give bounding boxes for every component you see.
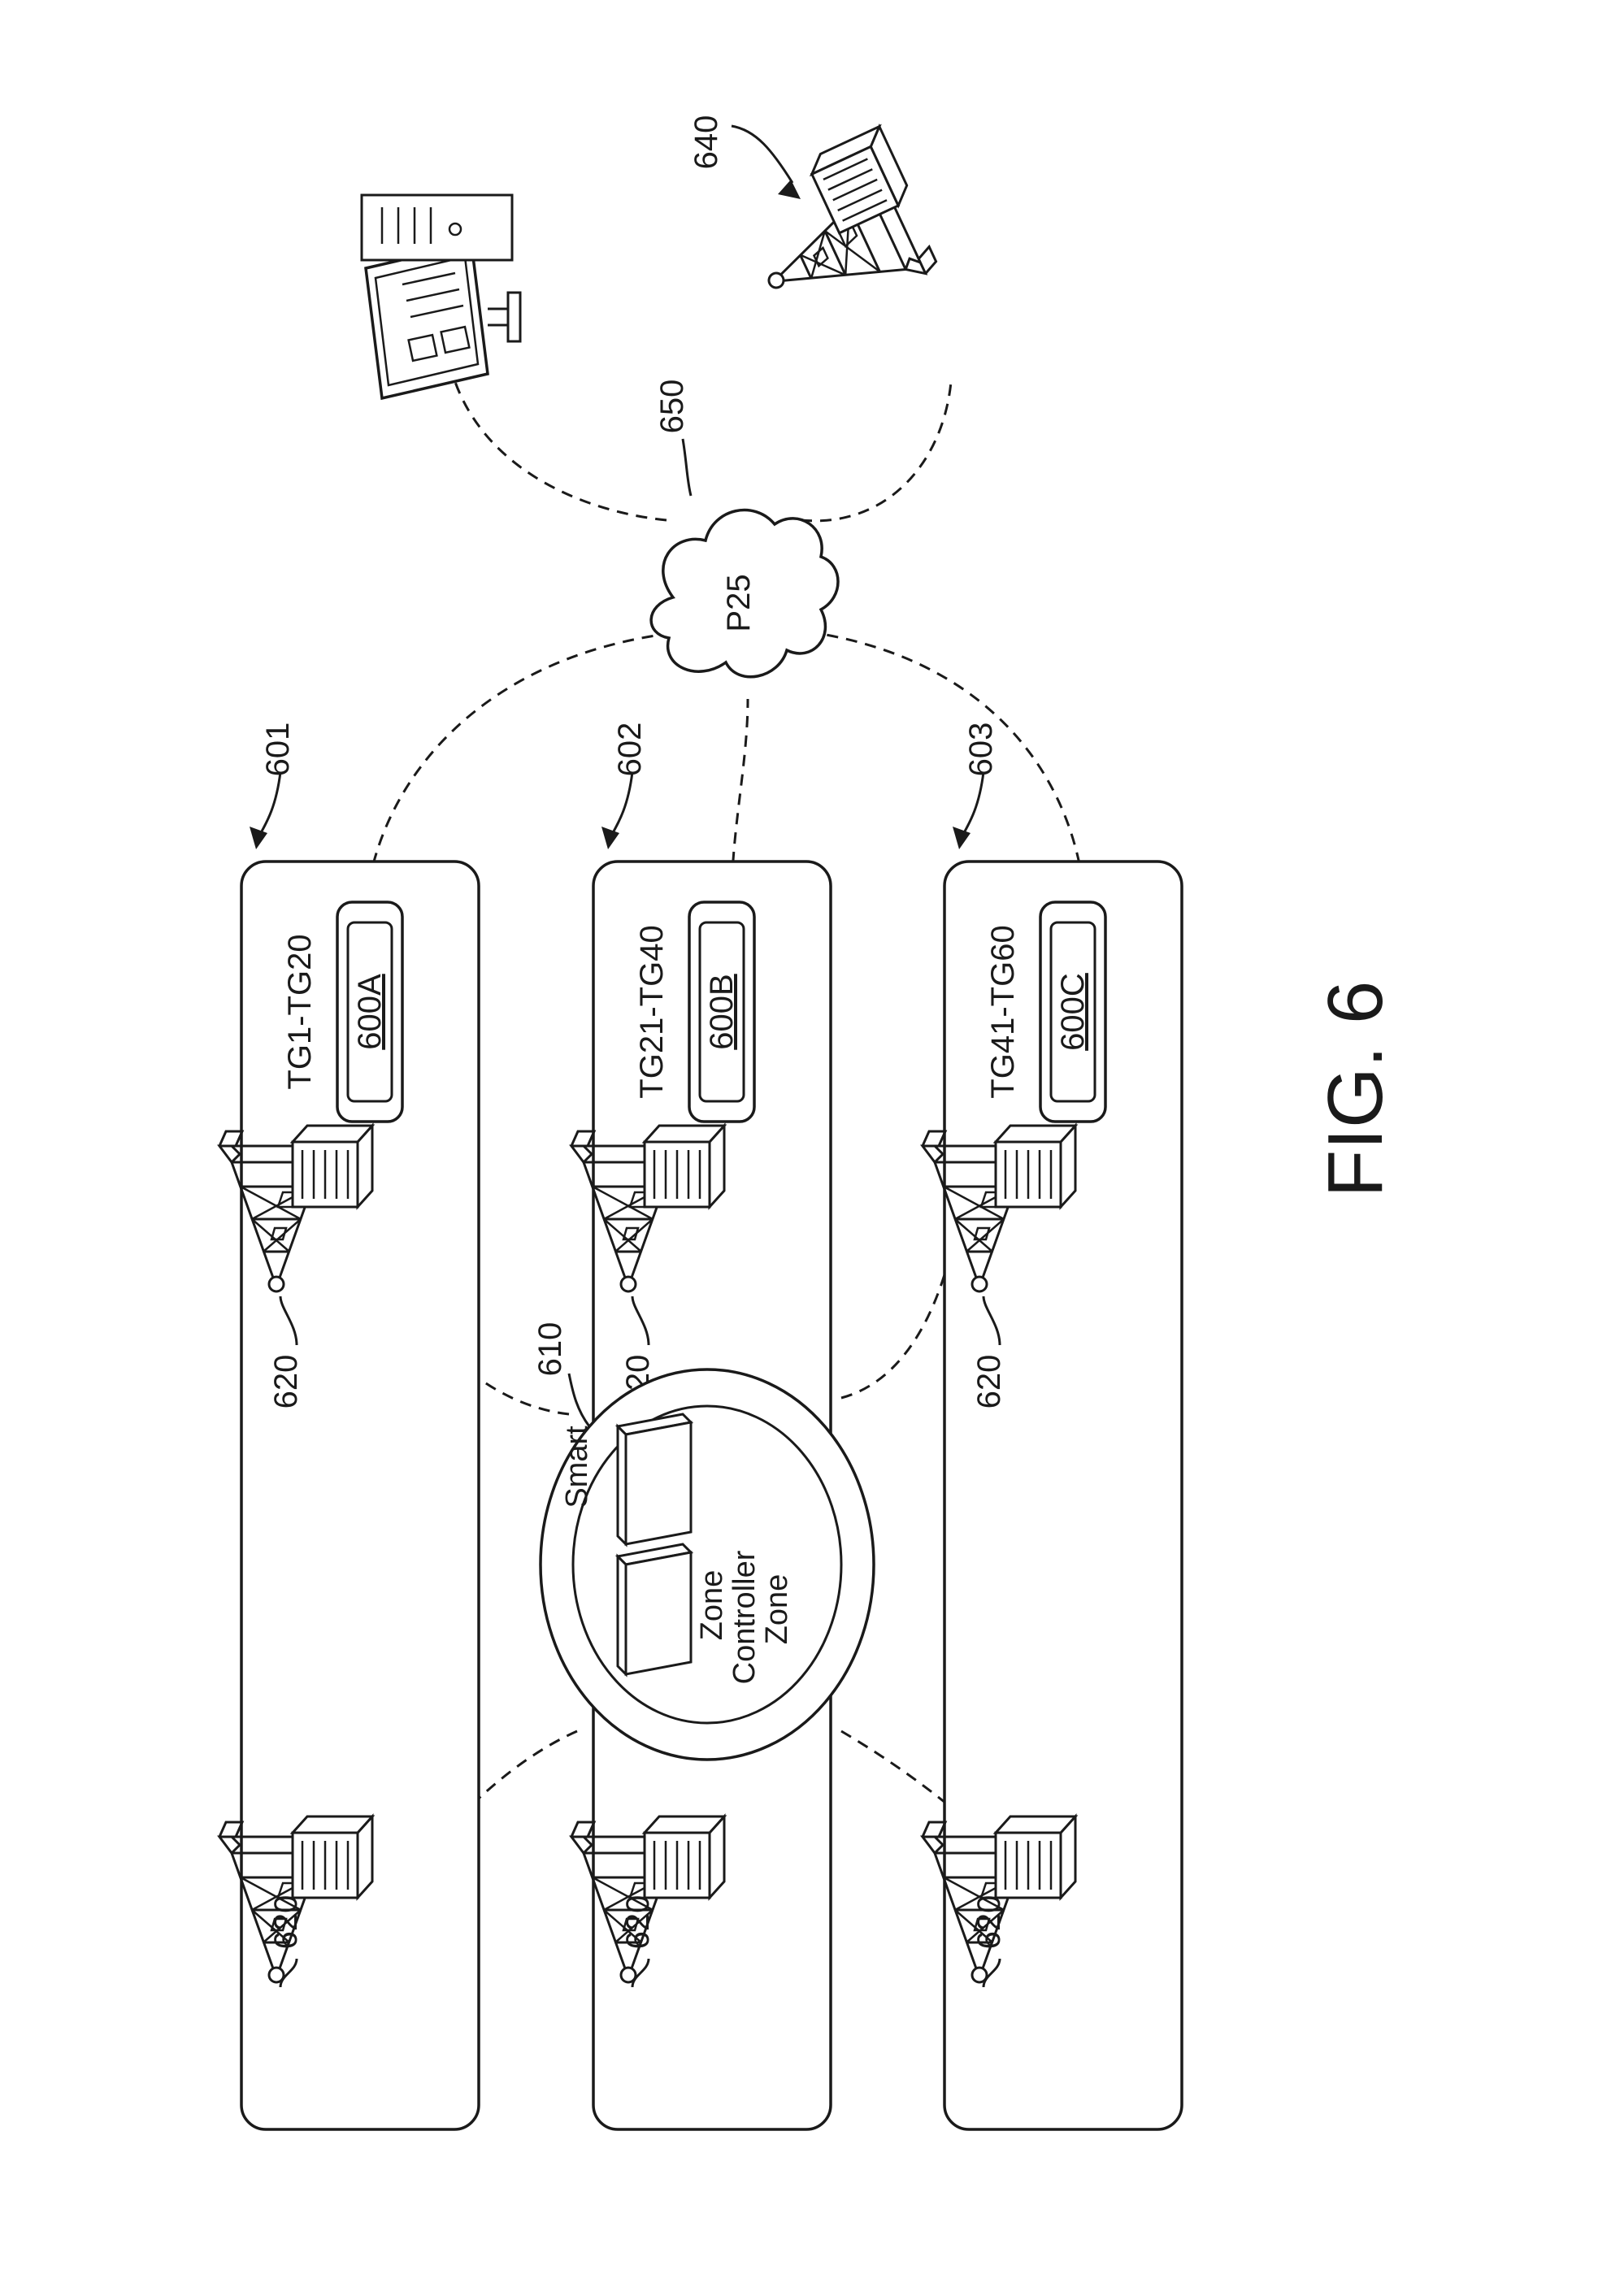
leader-line [569, 1374, 589, 1426]
figure-title: FIG. 6 [1312, 981, 1399, 1198]
link-cloud-to-remote-site [801, 382, 951, 521]
dispatch-console-icon [362, 195, 520, 398]
p25-cloud-label: P25 [721, 574, 757, 632]
site-ref-603-near: 620 [971, 1355, 1007, 1409]
zone-603-talkgroups: TG41-TG60 [985, 925, 1021, 1098]
server-rack-icon [618, 1544, 691, 1674]
site-ref-601-near: 620 [268, 1355, 304, 1409]
remote-site-ref: 640 [688, 115, 724, 170]
zone-603-ref: 603 [963, 723, 999, 777]
zone-controller-ref: 610 [532, 1322, 568, 1377]
leader-line [683, 439, 691, 496]
zone-602-ref: 602 [612, 723, 648, 777]
zone-controller-label-zone: Zone [695, 1570, 729, 1641]
site-ref-603-far: 620 [971, 1895, 1007, 1950]
zone-601-talkgroups: TG1-TG20 [282, 934, 318, 1089]
device-600B-id: 600B [704, 974, 740, 1049]
zone-controller-label-zone-lower: Zone [760, 1574, 794, 1645]
site-ref-602-far: 620 [620, 1895, 656, 1950]
zone-controller-label-smart: Smart [560, 1426, 594, 1508]
site-ref-601-far: 620 [268, 1895, 304, 1950]
server-rack-icon [618, 1414, 691, 1544]
zone-602-talkgroups: TG21-TG40 [634, 925, 670, 1098]
link-cloud-to-console [455, 382, 667, 520]
p25-cloud-ref: 650 [654, 380, 690, 434]
link-zc-to-site-603-near [841, 1252, 951, 1398]
remote-site-arrow [732, 126, 792, 183]
zone-601-ref: 601 [260, 723, 296, 777]
zone-controller-label-controller: Controller [727, 1550, 762, 1684]
device-600C-id: 600C [1055, 973, 1091, 1051]
device-600A-id: 600A [352, 974, 388, 1050]
remote-site-tower-icon [729, 127, 944, 336]
